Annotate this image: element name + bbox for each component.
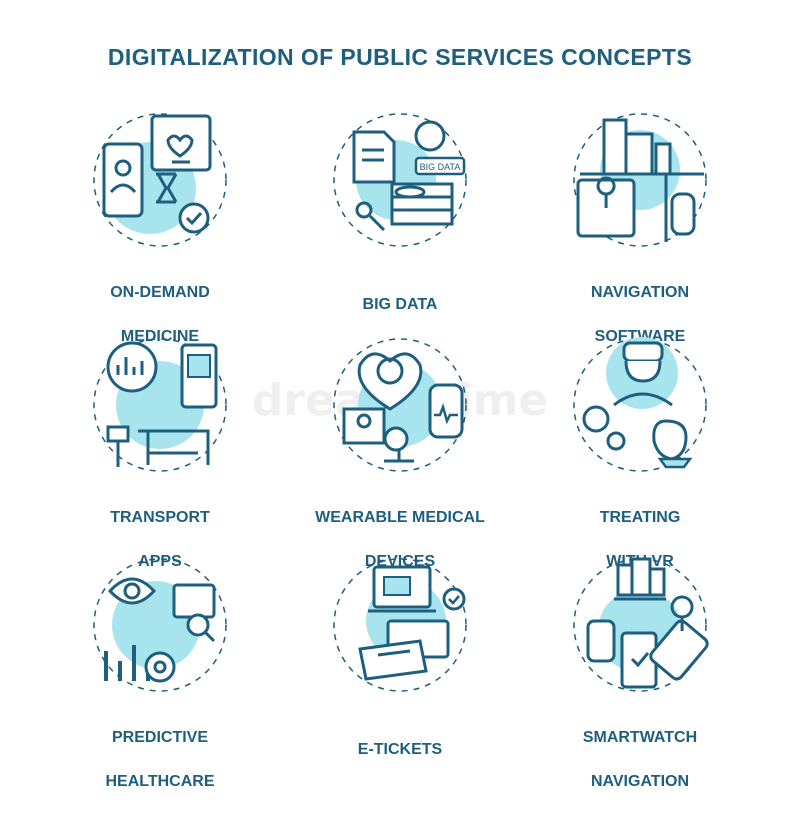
bus-stop-icon [93, 338, 227, 472]
ticket-laptop-icon [333, 558, 467, 692]
label-line-1: TRANSPORT [110, 509, 210, 526]
label-line-1: E-TICKETS [357, 741, 443, 758]
label-line-1: BIG DATA [362, 296, 438, 313]
label-line-2: APPS [138, 553, 182, 570]
label-line-1: PREDICTIVE [111, 729, 208, 746]
label-line-1: WEARABLE MEDICAL [315, 509, 485, 526]
concept-label: ON-DEMAND MEDICINE [40, 260, 280, 370]
big-data-icon: BIG DATA [333, 113, 467, 247]
label-line-2: SOFTWARE [594, 328, 686, 345]
concept-label: TREATING WITH VR [520, 485, 760, 595]
city-map-icon [573, 113, 707, 247]
watch-location-icon [573, 557, 709, 692]
eye-analytics-icon [93, 558, 227, 692]
label-line-2: MEDICINE [120, 328, 200, 345]
label-line-1: NAVIGATION [590, 284, 690, 301]
vr-headset-icon [573, 337, 707, 472]
label-line-2: HEALTHCARE [105, 773, 215, 790]
page-title: DIGITALIZATION OF PUBLIC SERVICES CONCEP… [107, 44, 693, 70]
label-line-1: TREATING [599, 509, 681, 526]
concept-label: BIG DATA [280, 272, 520, 360]
concept-label: SMARTWATCH NAVIGATION [520, 705, 760, 815]
mobile-doctor-icon [93, 113, 227, 247]
smartwatch-heart-icon [333, 338, 467, 472]
label-line-2: NAVIGATION [590, 773, 690, 790]
label-line-1: SMARTWATCH [582, 729, 698, 746]
concept-label: PREDICTIVE HEALTHCARE [40, 705, 280, 815]
concept-label: NAVIGATION SOFTWARE [520, 260, 760, 370]
concept-label: E-TICKETS [280, 717, 520, 805]
concept-label: TRANSPORT APPS [40, 485, 280, 595]
big-data-badge: BIG DATA [420, 162, 461, 172]
label-line-1: ON-DEMAND [110, 284, 210, 301]
